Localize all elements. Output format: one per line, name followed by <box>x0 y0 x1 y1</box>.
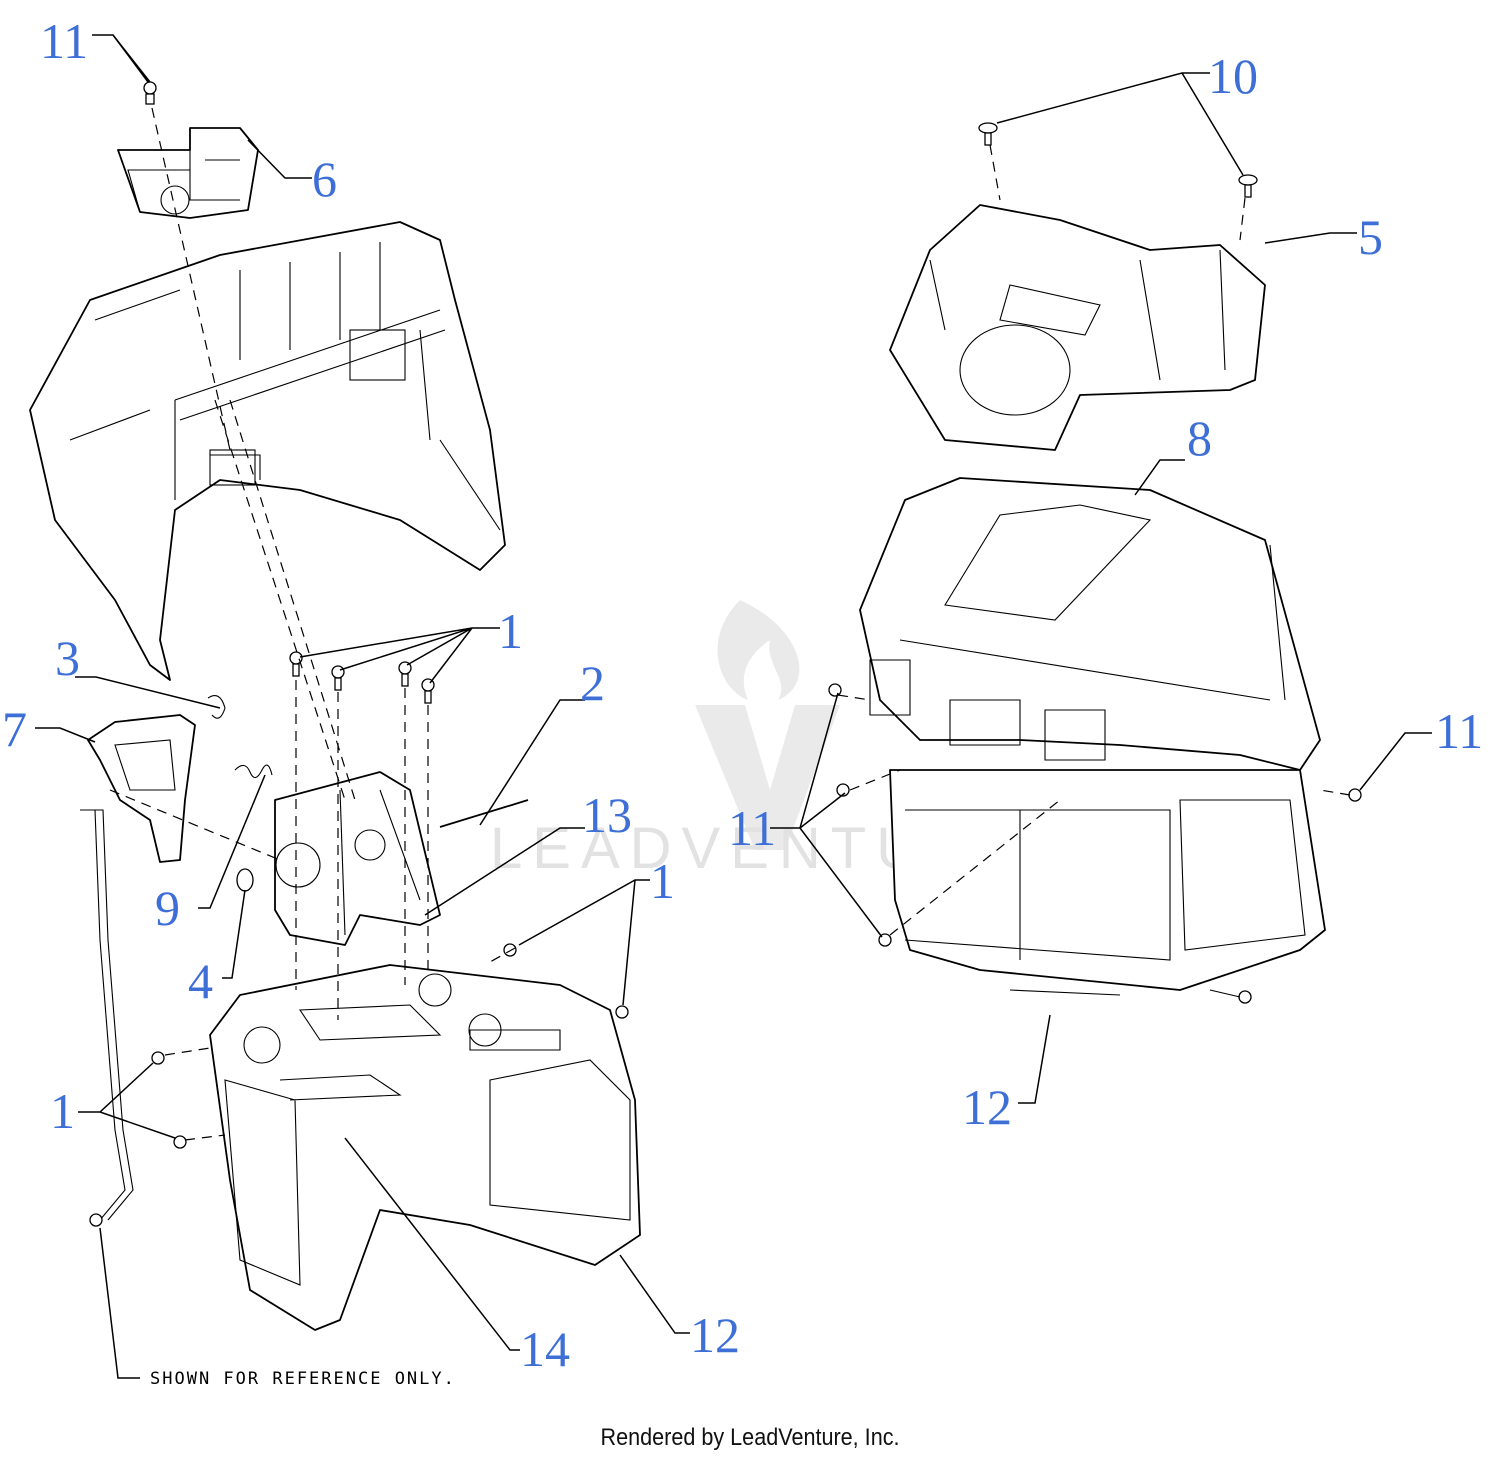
callout-13: 13 <box>582 787 632 843</box>
part-3-clip <box>207 695 226 719</box>
callouts: 11 6 10 5 8 1 3 2 7 13 11 11 9 1 4 1 12 … <box>2 13 1483 1377</box>
callout-1-left: 1 <box>50 1083 75 1139</box>
callout-7: 7 <box>2 701 27 757</box>
bolt-1-c <box>398 661 412 687</box>
callout-2: 2 <box>580 655 605 711</box>
part-9-spring <box>234 764 273 779</box>
callout-4: 4 <box>188 953 213 1009</box>
bolt-1-d <box>421 678 435 704</box>
callout-11-left: 11 <box>728 800 776 856</box>
callout-6: 6 <box>312 151 337 207</box>
assembly-lines <box>109 107 1351 1141</box>
part-6-bracket <box>117 127 259 219</box>
bolt-top-left <box>143 81 157 105</box>
part-7-bracket <box>87 714 196 863</box>
footer-credit: Rendered by LeadVenture, Inc. <box>600 1424 900 1451</box>
bolt-1-a <box>289 651 303 677</box>
callout-5: 5 <box>1358 209 1383 265</box>
bolt-1-g <box>151 1051 165 1065</box>
control-rod <box>80 809 126 1221</box>
part-13-bracket-assembly <box>274 771 441 946</box>
callout-3: 3 <box>55 630 80 686</box>
callout-14: 14 <box>520 1321 570 1377</box>
callout-1-mid: 1 <box>650 853 675 909</box>
fasteners <box>89 81 1362 1227</box>
part-12-right-housing <box>889 769 1326 996</box>
part-4-disc <box>236 868 254 892</box>
leader-lines <box>35 34 1432 1379</box>
callout-1-top: 1 <box>498 603 523 659</box>
reference-note: SHOWN FOR REFERENCE ONLY. <box>150 1369 456 1389</box>
callout-12-right: 12 <box>962 1079 1012 1135</box>
bolt-10-b <box>1238 174 1258 198</box>
bolt-11-a <box>828 683 842 697</box>
callout-9: 9 <box>155 880 180 936</box>
part-8-shroud <box>859 477 1321 771</box>
part-2-pin <box>439 799 529 828</box>
upper-console-housing <box>29 221 506 681</box>
part-5-cover <box>889 204 1266 451</box>
bolt-11-right <box>1348 788 1362 802</box>
rod-clip <box>89 1213 103 1227</box>
bolt-10-a <box>978 122 998 146</box>
control-rod-edge <box>88 809 134 1221</box>
bolt-12-right <box>1209 989 1252 1004</box>
bolt-11-b <box>836 783 850 797</box>
callout-11-top-left: 11 <box>40 13 88 69</box>
callout-10: 10 <box>1208 48 1258 104</box>
bolt-1-e <box>503 943 517 957</box>
callout-12-left: 12 <box>690 1307 740 1363</box>
callout-8: 8 <box>1187 410 1212 466</box>
bolt-1-h <box>173 1135 187 1149</box>
part-12-left-housing <box>209 964 641 1331</box>
bolt-1-f <box>615 1005 629 1019</box>
callout-11-right: 11 <box>1435 703 1483 759</box>
